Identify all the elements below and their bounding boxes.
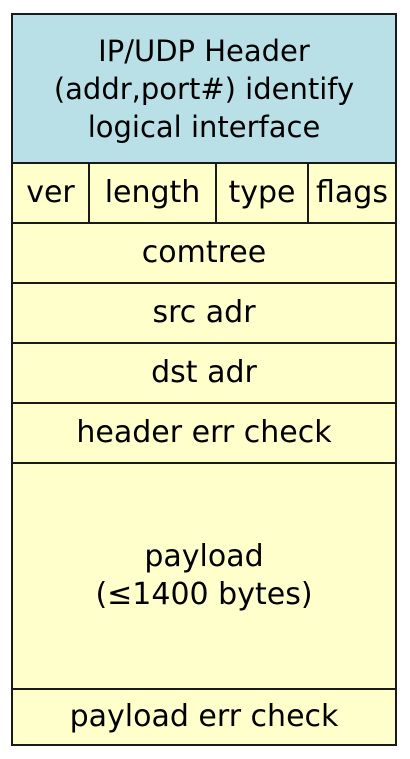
header-err-check-field: header err check [13, 404, 395, 464]
dst-adr-label: dst adr [151, 355, 257, 390]
payload-err-check-field: payload err check [13, 690, 395, 744]
header-line-3: logical interface [87, 109, 321, 144]
ver-label: ver [26, 175, 75, 210]
payload-label: payload [144, 539, 264, 574]
header-err-check-label: header err check [76, 415, 332, 450]
type-field: type [217, 164, 309, 222]
comtree-label: comtree [141, 235, 267, 270]
flags-label: flags [316, 175, 388, 210]
ver-field: ver [13, 164, 90, 222]
src-adr-label: src adr [152, 295, 256, 330]
dst-adr-field: dst adr [13, 344, 395, 404]
src-adr-field: src adr [13, 284, 395, 344]
packet-format-diagram: IP/UDP Header (addr,port#) identify logi… [11, 13, 397, 746]
comtree-field: comtree [13, 224, 395, 284]
ip-udp-header-block: IP/UDP Header (addr,port#) identify logi… [13, 15, 395, 164]
header-line-2: (addr,port#) identify [53, 71, 355, 106]
length-field: length [90, 164, 217, 222]
length-label: length [104, 175, 201, 210]
payload-size-label: (≤1400 bytes) [95, 577, 313, 612]
type-label: type [228, 175, 296, 210]
fields-row: ver length type flags [13, 164, 395, 224]
payload-err-check-label: payload err check [69, 699, 339, 734]
flags-field: flags [309, 164, 395, 222]
payload-field: payload (≤1400 bytes) [13, 464, 395, 690]
header-line-1: IP/UDP Header [98, 33, 310, 68]
